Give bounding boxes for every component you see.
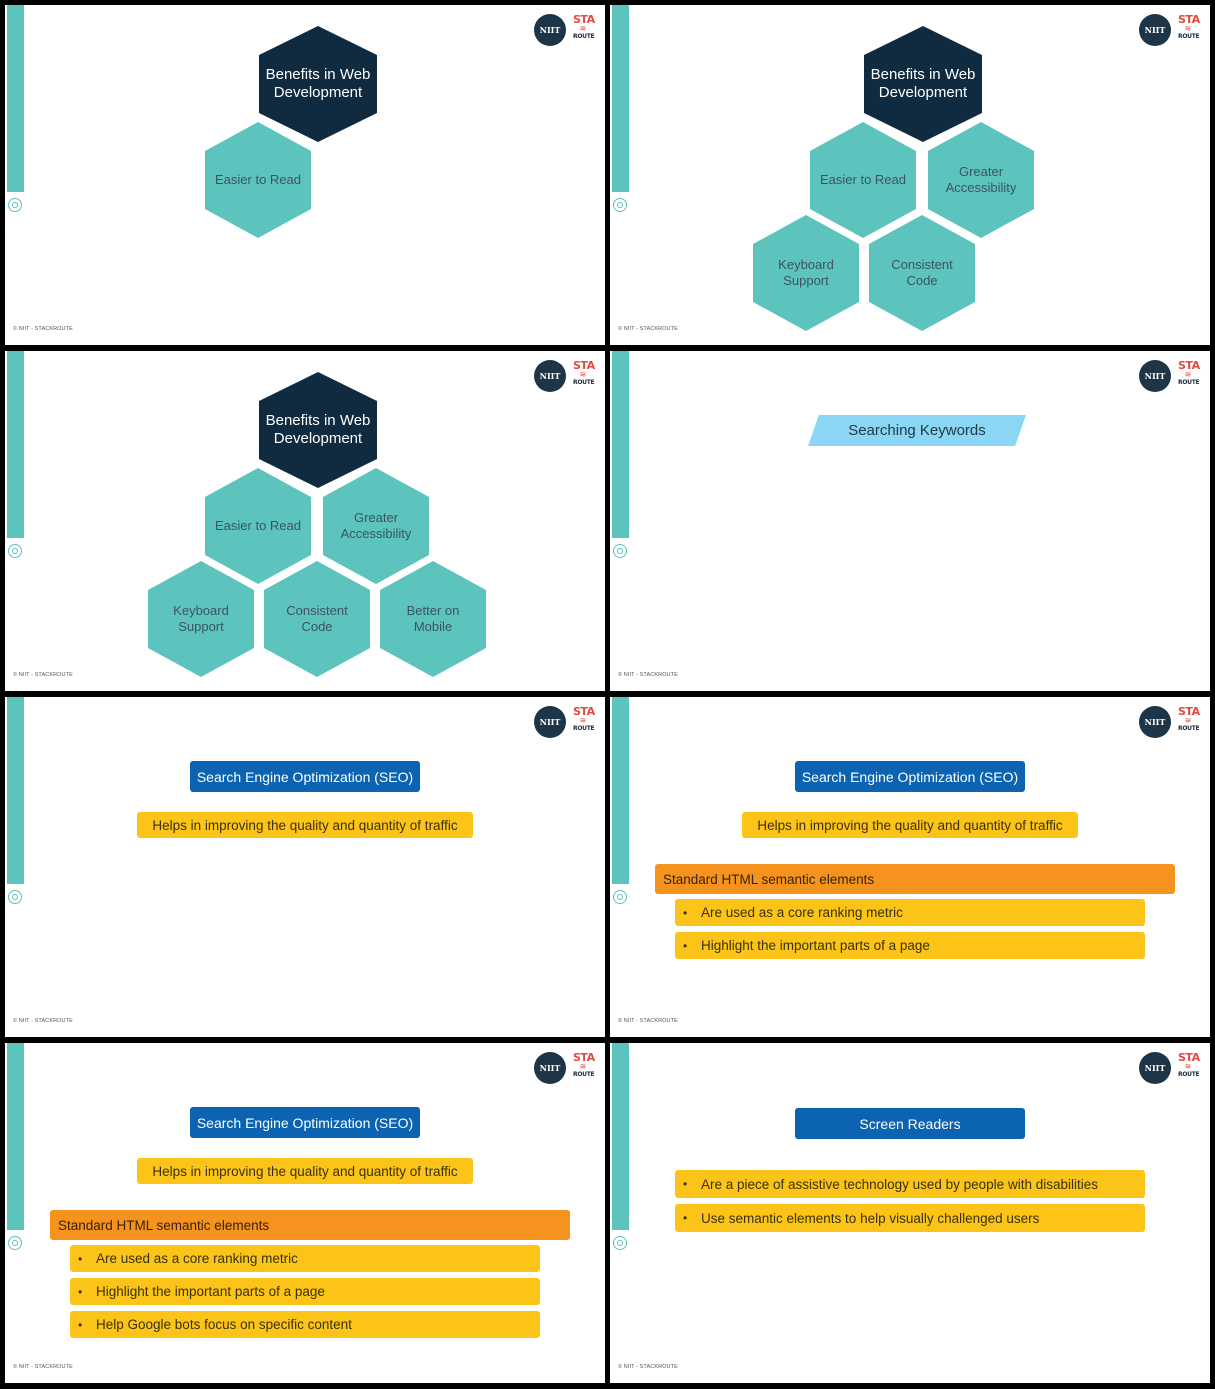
bullet-highlight-parts: Highlight the important parts of a page xyxy=(675,932,1145,959)
hex-title: Benefits in Web Development xyxy=(259,26,377,142)
sidebar-circle-icon xyxy=(8,890,22,904)
traffic-box: Helps in improving the quality and quant… xyxy=(742,812,1078,838)
bullet-google-bots: Help Google bots focus on specific conte… xyxy=(70,1311,540,1338)
hex-easier-to-read: Easier to Read xyxy=(205,468,311,584)
bullet-ranking-metric: Are used as a core ranking metric xyxy=(70,1245,540,1272)
footer-copyright: © NIIT - STACKROUTE xyxy=(618,1018,678,1024)
footer-copyright: © NIIT - STACKROUTE xyxy=(13,326,73,332)
footer-copyright: © NIIT - STACKROUTE xyxy=(618,672,678,678)
seo-title: Search Engine Optimization (SEO) xyxy=(190,761,420,792)
slide-8: NIIT STA≋ROUTE Screen Readers Are a piec… xyxy=(610,1043,1210,1383)
stackroute-logo: STA≋ROUTE xyxy=(573,13,595,40)
sidebar-circle-icon xyxy=(613,890,627,904)
sidebar-bar xyxy=(7,351,24,538)
stackroute-logo: STA≋ROUTE xyxy=(1178,705,1200,732)
semantic-elements-header: Standard HTML semantic elements xyxy=(655,864,1175,894)
sidebar-circle-icon xyxy=(613,544,627,558)
niit-logo: NIIT xyxy=(534,14,566,46)
hex-consistent-code: Consistent Code xyxy=(869,215,975,331)
traffic-box: Helps in improving the quality and quant… xyxy=(137,1158,473,1184)
sidebar-circle-icon xyxy=(613,1236,627,1250)
hex-better-on-mobile: Better on Mobile xyxy=(380,561,486,677)
seo-title: Search Engine Optimization (SEO) xyxy=(795,761,1025,792)
hex-title: Benefits in Web Development xyxy=(864,26,982,142)
sidebar-bar xyxy=(7,5,24,192)
sidebar-bar xyxy=(612,1043,629,1230)
hex-keyboard-support: Keyboard Support xyxy=(753,215,859,331)
bullet-visually-challenged: Use semantic elements to help visually c… xyxy=(675,1204,1145,1232)
sidebar-circle-icon xyxy=(8,1236,22,1250)
sidebar-bar xyxy=(612,697,629,884)
slide-4: NIIT STA≋ROUTE Searching Keywords © NIIT… xyxy=(610,351,1210,691)
stackroute-logo: STA≋ROUTE xyxy=(1178,13,1200,40)
hex-easier-to-read: Easier to Read xyxy=(810,122,916,238)
footer-copyright: © NIIT - STACKROUTE xyxy=(13,1364,73,1370)
slide-6: NIIT STA≋ROUTE Search Engine Optimizatio… xyxy=(610,697,1210,1037)
niit-logo: NIIT xyxy=(534,360,566,392)
niit-logo: NIIT xyxy=(1139,360,1171,392)
hex-greater-accessibility: Greater Accessibility xyxy=(928,122,1034,238)
hex-title: Benefits in Web Development xyxy=(259,372,377,488)
hex-greater-accessibility: Greater Accessibility xyxy=(323,468,429,584)
niit-logo: NIIT xyxy=(1139,706,1171,738)
slide-2: NIIT STA≋ROUTE Benefits in Web Developme… xyxy=(610,5,1210,345)
hex-keyboard-support: Keyboard Support xyxy=(148,561,254,677)
niit-logo: NIIT xyxy=(1139,1052,1171,1084)
hex-easier-to-read: Easier to Read xyxy=(205,122,311,238)
niit-logo: NIIT xyxy=(534,1052,566,1084)
sidebar-circle-icon xyxy=(8,544,22,558)
bullet-highlight-parts: Highlight the important parts of a page xyxy=(70,1278,540,1305)
niit-logo: NIIT xyxy=(1139,14,1171,46)
footer-copyright: © NIIT - STACKROUTE xyxy=(618,326,678,332)
sidebar-bar xyxy=(612,5,629,192)
slide-7: NIIT STA≋ROUTE Search Engine Optimizatio… xyxy=(5,1043,605,1383)
sidebar-bar xyxy=(7,1043,24,1230)
screen-readers-title: Screen Readers xyxy=(795,1108,1025,1139)
footer-copyright: © NIIT - STACKROUTE xyxy=(618,1364,678,1370)
slide-3: NIIT STA≋ROUTE Benefits in Web Developme… xyxy=(5,351,605,691)
niit-logo: NIIT xyxy=(534,706,566,738)
sidebar-bar xyxy=(612,351,629,538)
slide-5: NIIT STA≋ROUTE Search Engine Optimizatio… xyxy=(5,697,605,1037)
footer-copyright: © NIIT - STACKROUTE xyxy=(13,672,73,678)
stackroute-logo: STA≋ROUTE xyxy=(1178,359,1200,386)
stackroute-logo: STA≋ROUTE xyxy=(573,359,595,386)
traffic-box: Helps in improving the quality and quant… xyxy=(137,812,473,838)
sidebar-circle-icon xyxy=(613,198,627,212)
footer-copyright: © NIIT - STACKROUTE xyxy=(13,1018,73,1024)
bullet-assistive-technology: Are a piece of assistive technology used… xyxy=(675,1170,1145,1198)
hex-consistent-code: Consistent Code xyxy=(264,561,370,677)
seo-title: Search Engine Optimization (SEO) xyxy=(190,1107,420,1138)
sidebar-circle-icon xyxy=(8,198,22,212)
slide-1: NIIT STA≋ROUTE Benefits in Web Developme… xyxy=(5,5,605,345)
sidebar-bar xyxy=(7,697,24,884)
stackroute-logo: STA≋ROUTE xyxy=(1178,1051,1200,1078)
semantic-elements-header: Standard HTML semantic elements xyxy=(50,1210,570,1240)
bullet-ranking-metric: Are used as a core ranking metric xyxy=(675,899,1145,926)
stackroute-logo: STA≋ROUTE xyxy=(573,705,595,732)
stackroute-logo: STA≋ROUTE xyxy=(573,1051,595,1078)
searching-keywords-banner: Searching Keywords xyxy=(808,415,1026,446)
